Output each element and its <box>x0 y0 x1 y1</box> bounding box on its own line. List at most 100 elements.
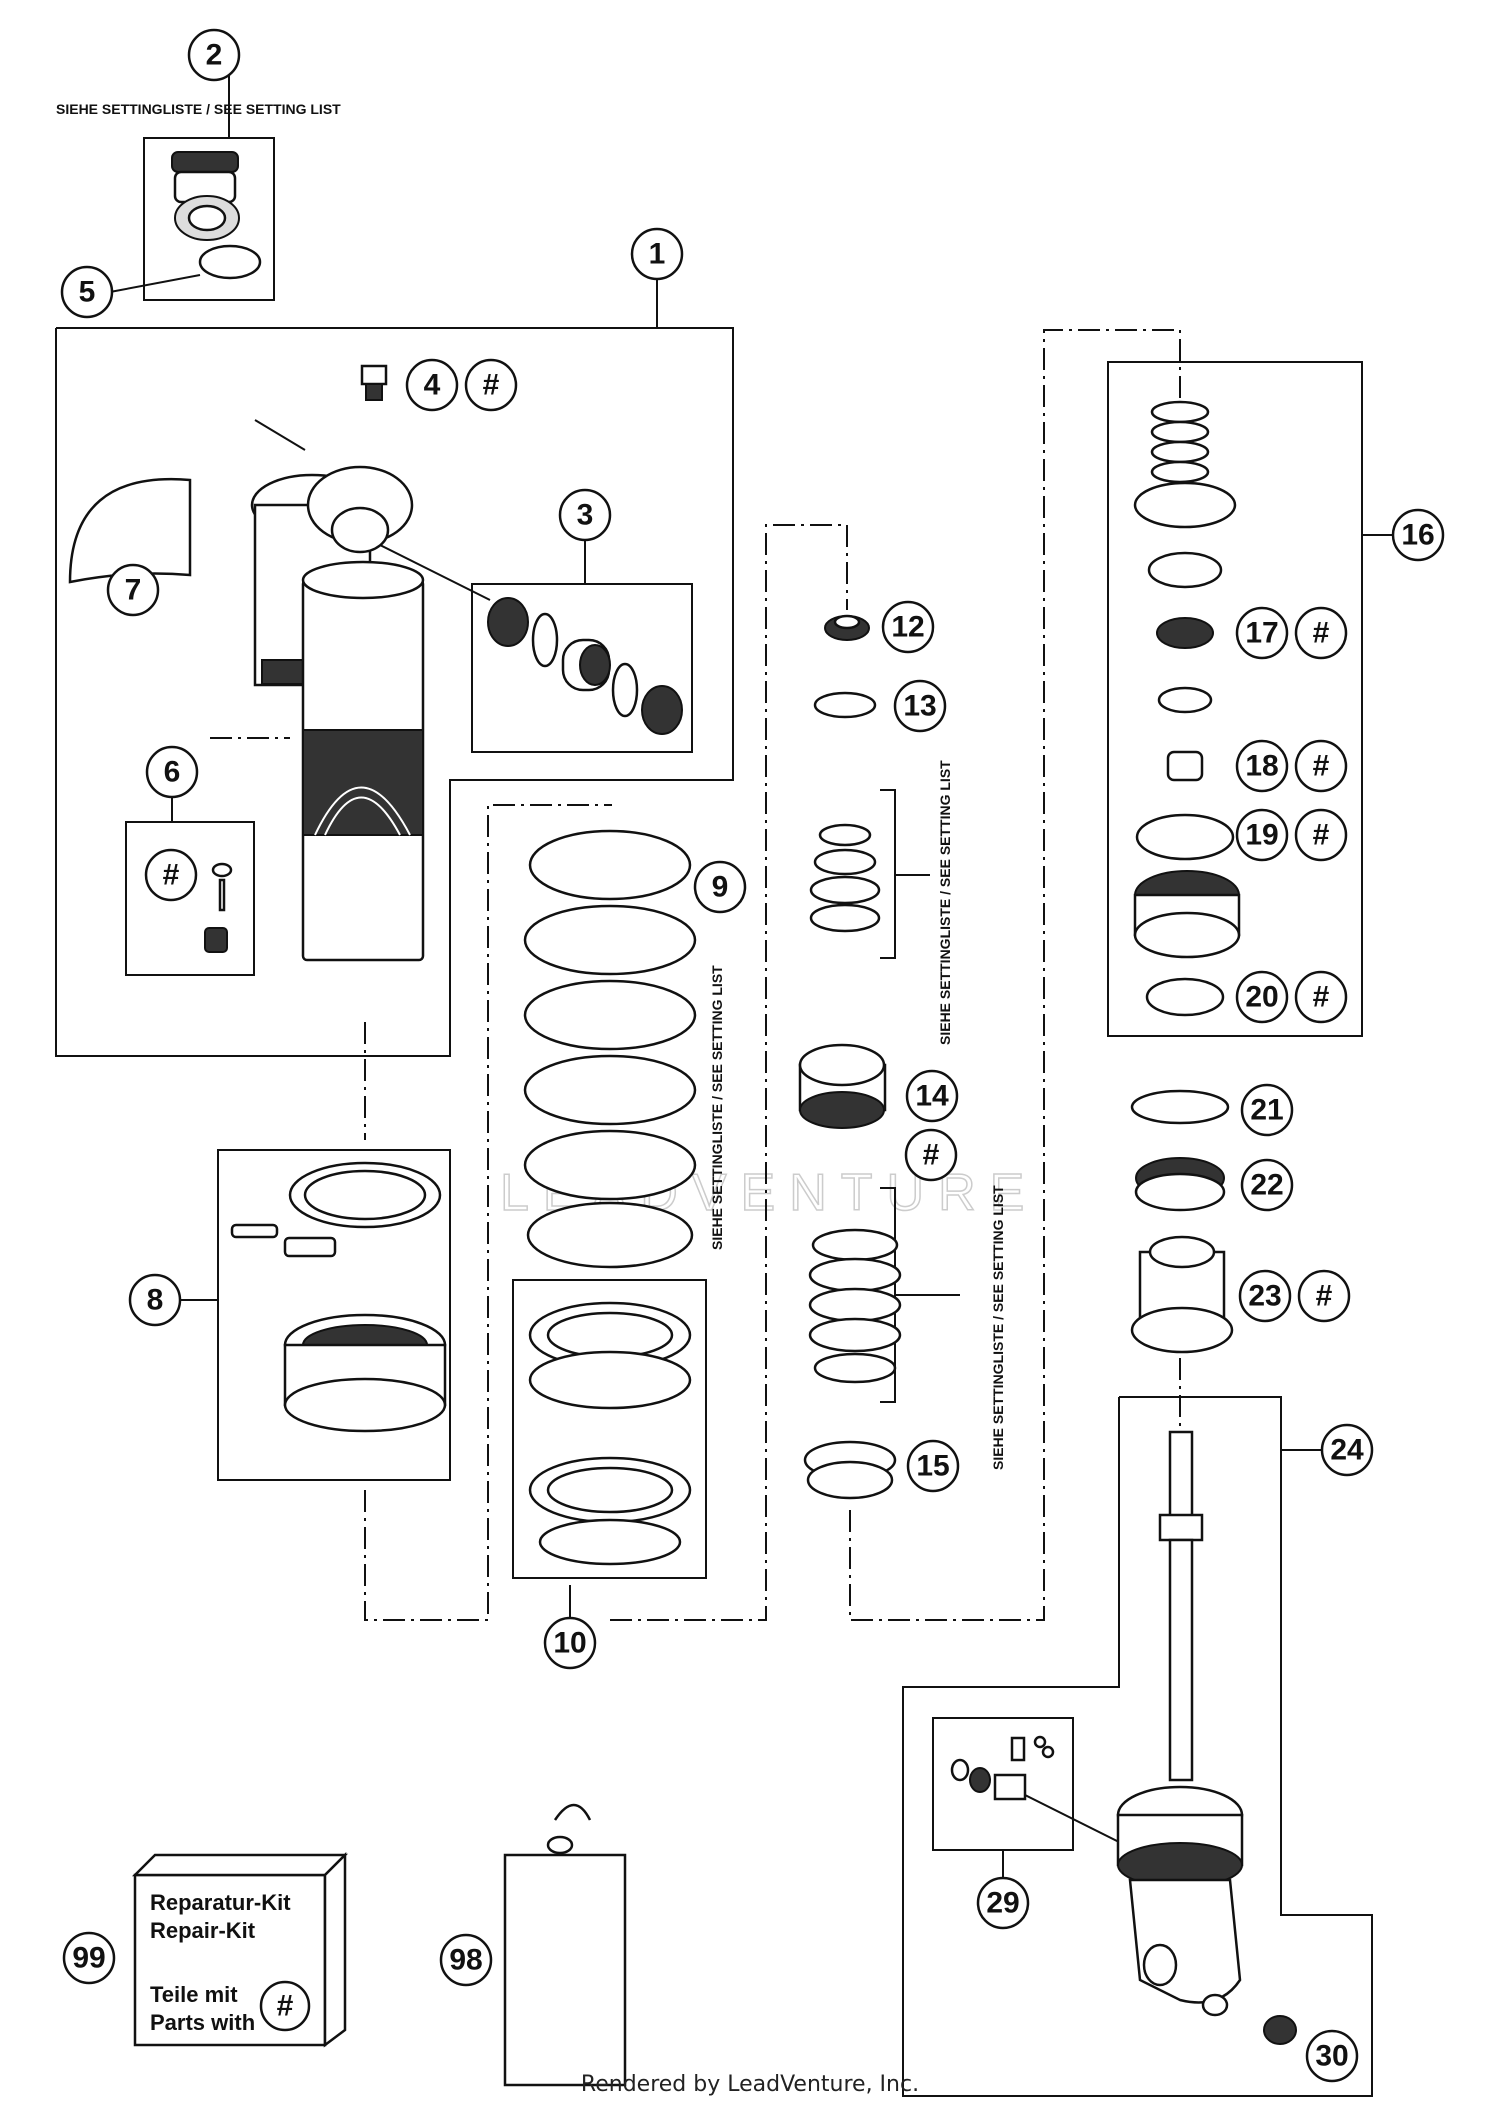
callout-1[interactable]: 1 <box>630 227 684 281</box>
callout-4-hash: # <box>464 358 518 412</box>
callout-18-hash-label: # <box>1313 750 1330 783</box>
callout-12[interactable]: 12 <box>881 600 935 654</box>
callout-6-hash-label: # <box>163 859 180 892</box>
callout-17-hash: # <box>1294 606 1348 660</box>
part-29-valve <box>950 1735 1055 1801</box>
callout-19[interactable]: 19 <box>1235 808 1289 862</box>
callout-14-hash: # <box>904 1128 958 1182</box>
callout-99[interactable]: 99 <box>62 1931 116 1985</box>
part-16-ring <box>1157 686 1213 714</box>
spacer-stack-lower <box>808 1228 902 1384</box>
part-1-shock-body <box>250 465 425 962</box>
callout-98[interactable]: 98 <box>439 1933 493 1987</box>
callout-9-label: 9 <box>712 871 729 904</box>
callout-20-label: 20 <box>1245 981 1278 1014</box>
callout-2-label: 2 <box>206 39 223 72</box>
part-24-piston-rod <box>1116 1430 1244 2017</box>
setting-list-note-stack-upper: SIEHE SETTINGLISTE / SEE SETTING LIST <box>937 760 953 1045</box>
frame-part-10 <box>512 1279 707 1579</box>
callout-16[interactable]: 16 <box>1391 508 1445 562</box>
callout-13[interactable]: 13 <box>893 679 947 733</box>
part-10-retainers <box>528 1301 692 1566</box>
part-6-bleed-screw <box>204 862 233 953</box>
part-15-bump-stop <box>803 1440 897 1500</box>
part-14-bearing-cap <box>798 1043 887 1129</box>
kit-hash-callout <box>259 1980 311 2032</box>
callout-4-hash-label: # <box>483 369 500 402</box>
callout-20-hash-label: # <box>1313 981 1330 1014</box>
callout-22[interactable]: 22 <box>1240 1158 1294 1212</box>
callout-98-label: 98 <box>449 1944 482 1977</box>
part-23-bumper <box>1130 1235 1234 1354</box>
setting-list-note-stack-lower: SIEHE SETTINGLISTE / SEE SETTING LIST <box>990 1185 1006 1470</box>
callout-1-label: 1 <box>649 238 666 271</box>
callout-23-hash-label: # <box>1316 1280 1333 1313</box>
callout-15-label: 15 <box>916 1450 949 1483</box>
part-12-nut <box>824 614 870 641</box>
frame-part-24 <box>902 1396 1373 2097</box>
part-22-cap <box>1134 1157 1226 1212</box>
callout-23-hash: # <box>1297 1269 1351 1323</box>
callout-3-label: 3 <box>577 499 594 532</box>
frame-part-2 <box>143 137 275 301</box>
callout-7[interactable]: 7 <box>106 563 160 617</box>
part-9-spring <box>523 829 697 1269</box>
callout-17[interactable]: 17 <box>1235 606 1289 660</box>
part-17-seal <box>1156 617 1214 649</box>
frame-part-8 <box>217 1149 451 1481</box>
callout-20-hash: # <box>1294 970 1348 1024</box>
leader-5 <box>109 274 201 293</box>
callout-3[interactable]: 3 <box>558 488 612 542</box>
callout-4[interactable]: 4 <box>405 358 459 412</box>
callout-21[interactable]: 21 <box>1240 1083 1294 1137</box>
callout-13-label: 13 <box>903 690 936 723</box>
frame-part-1 <box>55 327 734 1057</box>
part-4-plug <box>360 364 388 401</box>
kit-line-2: Repair-Kit <box>150 1918 256 1943</box>
callout-19-label: 19 <box>1245 819 1278 852</box>
callout-10[interactable]: 10 <box>543 1616 597 1670</box>
kit-line-3: Teile mit <box>150 1982 238 2007</box>
callout-2[interactable]: 2 <box>187 28 241 82</box>
leader-swivel <box>254 419 306 451</box>
leader-bearing <box>379 544 491 601</box>
callout-6-label: 6 <box>164 756 181 789</box>
part-2-adjuster <box>171 151 262 280</box>
kit-line-4: Parts with <box>150 2010 255 2035</box>
setting-list-note-spring: SIEHE SETTINGLISTE / SEE SETTING LIST <box>709 965 725 1250</box>
callout-24[interactable]: 24 <box>1320 1423 1374 1477</box>
callout-18[interactable]: 18 <box>1235 739 1289 793</box>
callout-23[interactable]: 23 <box>1238 1269 1292 1323</box>
callout-99-label: 99 <box>72 1942 105 1975</box>
kit-hash-marker: # <box>277 1990 294 2023</box>
part-16-washer <box>1147 551 1223 589</box>
frame-part-3 <box>471 583 693 753</box>
part-13-washer <box>813 691 877 719</box>
callout-14[interactable]: 14 <box>905 1069 959 1123</box>
part-16-valve-spring <box>1150 400 1210 484</box>
part-3-bearing-set <box>487 597 683 735</box>
callout-4-label: 4 <box>424 369 441 402</box>
callout-18-hash: # <box>1294 739 1348 793</box>
part-20-washer <box>1145 977 1225 1017</box>
part-18-bushing <box>1166 750 1204 782</box>
callout-8-label: 8 <box>147 1284 164 1317</box>
callout-8[interactable]: 8 <box>128 1273 182 1327</box>
footer-credit: Rendered by LeadVenture, Inc. <box>580 2072 920 2097</box>
callout-24-label: 24 <box>1330 1434 1364 1467</box>
callout-15[interactable]: 15 <box>906 1439 960 1493</box>
part-21-circlip <box>1130 1089 1230 1125</box>
callout-17-label: 17 <box>1245 617 1278 650</box>
callout-29[interactable]: 29 <box>976 1876 1030 1930</box>
callout-5[interactable]: 5 <box>60 265 114 319</box>
callout-30[interactable]: 30 <box>1305 2029 1359 2083</box>
callout-20[interactable]: 20 <box>1235 970 1289 1024</box>
callout-5-label: 5 <box>79 276 96 309</box>
callout-14-label: 14 <box>915 1080 949 1113</box>
callout-6[interactable]: 6 <box>145 745 199 799</box>
callout-7-label: 7 <box>125 574 142 607</box>
part-99-repair-kit <box>131 1851 349 2048</box>
callout-9[interactable]: 9 <box>693 860 747 914</box>
spacer-stack-upper <box>809 823 881 933</box>
